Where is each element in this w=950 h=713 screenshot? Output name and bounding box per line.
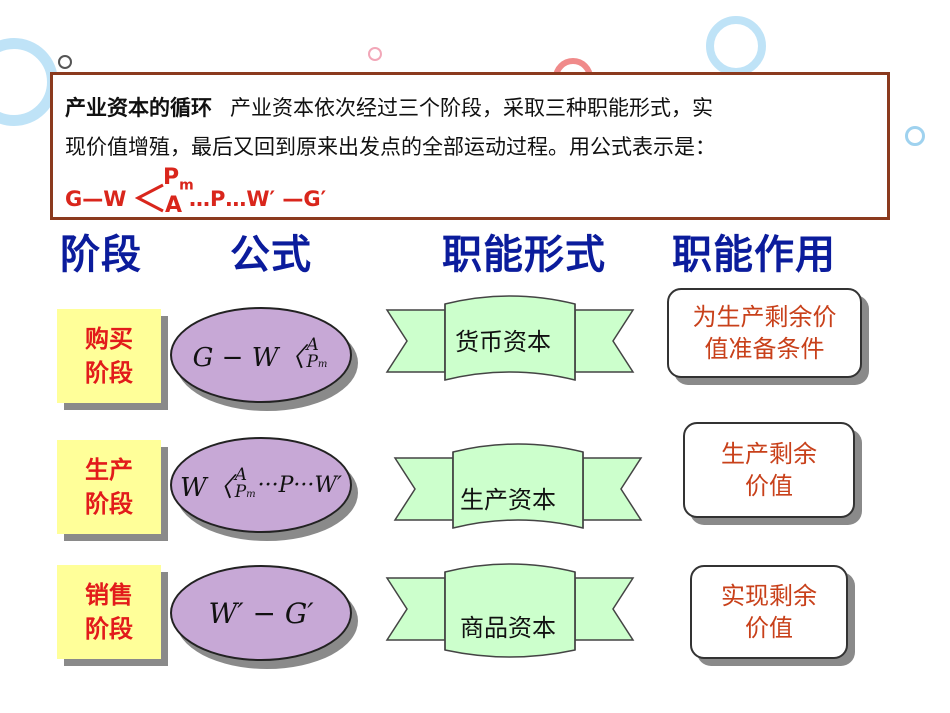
formula-p: P: [163, 165, 180, 190]
formula-purchase: G − W〈 A Pm: [170, 307, 352, 403]
formula-sales: W′ − G′: [170, 565, 352, 661]
definition-box: 产业资本的循环产业资本依次经过三个阶段，采取三种职能形式，实 现价值增殖，最后又…: [50, 72, 890, 220]
formula-purchase-a: A: [306, 335, 319, 355]
role-production: 生产剩余 价值: [683, 422, 855, 518]
stage-purchase: 购买 阶段: [57, 309, 161, 403]
definition-line-2: 现价值增殖，最后又回到原来出发点的全部运动过程。用公式表示是：: [65, 135, 716, 159]
banner-money-capital: [385, 295, 635, 381]
formula-production-p: P: [234, 482, 247, 502]
header-role: 职能作用: [672, 232, 836, 278]
decor-ring-blue-right: [905, 126, 925, 146]
formula-production: W〈 A Pm ···P···W′: [170, 437, 352, 533]
header-form: 职能形式: [442, 232, 606, 278]
definition-line-1: 产业资本的循环产业资本依次经过三个阶段，采取三种职能形式，实: [65, 89, 875, 128]
form-production-capital: 生产资本: [460, 486, 556, 514]
formula-purchase-stack: A Pm: [306, 337, 327, 373]
role-purchase: 为生产剩余价 值准备条件: [667, 288, 862, 378]
decor-ring-small: [58, 55, 72, 69]
formula-pm: Pm: [163, 165, 194, 193]
formula-purchase-m: m: [317, 359, 328, 370]
stage-purchase-label: 购买 阶段: [85, 325, 133, 387]
definition-text-1: 产业资本依次经过三个阶段，采取三种职能形式，实: [230, 96, 713, 120]
formula-branch-icon: [135, 183, 164, 213]
decor-ring-blue: [706, 16, 766, 76]
formula-a: A: [165, 193, 183, 218]
banner-commodity-capital: [385, 563, 635, 658]
formula-m: m: [179, 177, 194, 194]
decor-ring-pink: [368, 47, 382, 61]
form-commodity-capital: 商品资本: [460, 614, 556, 642]
formula-purchase-p: P: [306, 352, 318, 372]
header-stage: 阶段: [60, 232, 142, 278]
formula-purchase-left: G − W〈: [192, 342, 305, 373]
formula-rest: …P…W′ —G′: [189, 187, 327, 211]
formula-production-a: A: [234, 465, 247, 485]
formula-gw: G—W: [65, 187, 127, 211]
stage-production: 生产 阶段: [57, 440, 161, 534]
formula-production-m: m: [246, 489, 256, 500]
role-sales: 实现剩余 价值: [690, 565, 848, 659]
circulation-formula: G—W Pm A …P…W′ —G′: [65, 165, 465, 221]
formula-production-right: ···P···W′: [257, 472, 343, 498]
stage-sales: 销售 阶段: [57, 565, 161, 659]
form-money-capital: 货币资本: [455, 328, 551, 356]
role-production-text: 生产剩余 价值: [721, 440, 817, 500]
role-sales-text: 实现剩余 价值: [721, 582, 817, 642]
definition-term: 产业资本的循环: [65, 96, 212, 120]
formula-sales-text: W′ − G′: [208, 596, 314, 630]
stage-sales-label: 销售 阶段: [85, 581, 133, 643]
header-formula: 公式: [230, 232, 312, 278]
formula-production-stack: A Pm: [235, 467, 256, 503]
role-purchase-text: 为生产剩余价 值准备条件: [692, 303, 837, 363]
stage-production-label: 生产 阶段: [85, 456, 133, 518]
banner-production-capital: [393, 443, 643, 529]
formula-production-left: W〈: [179, 472, 233, 503]
